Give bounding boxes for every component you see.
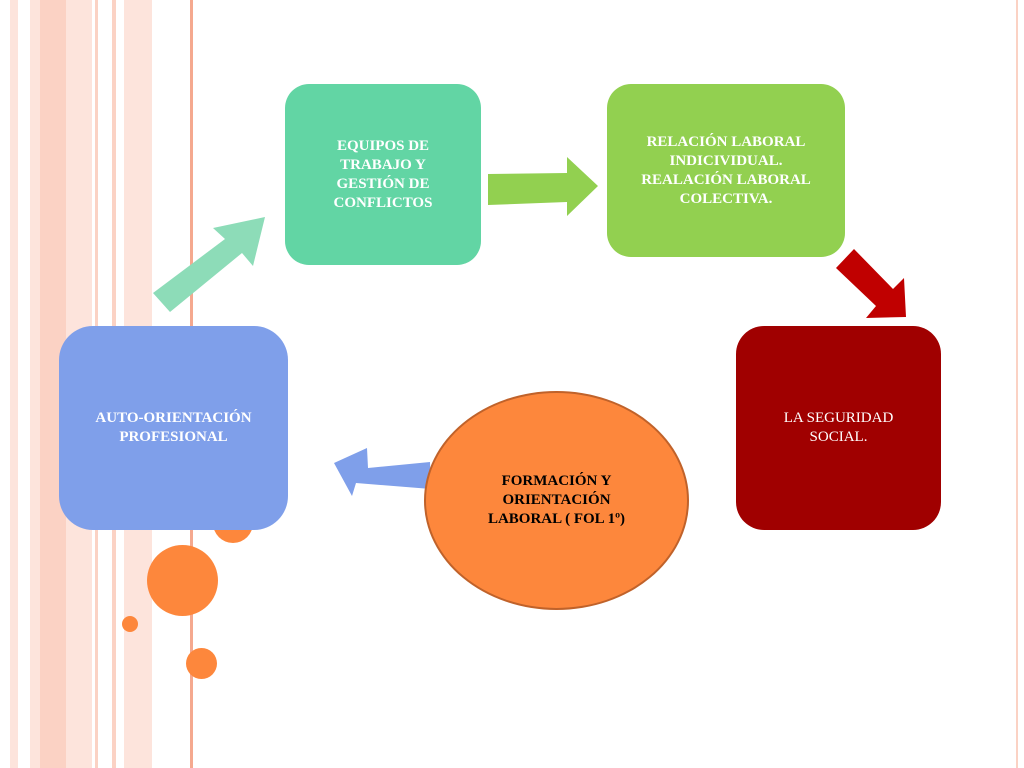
arrow-equipos-to-relacion (488, 157, 598, 216)
node-auto-orientacion: AUTO-ORIENTACIÓN PROFESIONAL (59, 326, 288, 530)
arrow-formacion-to-auto (334, 448, 431, 496)
decor-stripe (1016, 0, 1018, 768)
node-seguridad-label: LA SEGURIDAD SOCIAL. (783, 410, 894, 445)
node-seguridad-social: LA SEGURIDAD SOCIAL. (736, 326, 941, 530)
node-equipos-de-trabajo: EQUIPOS DE TRABAJO Y GESTIÓN DE CONFLICT… (285, 84, 481, 265)
decor-circle (186, 648, 217, 679)
node-formacion-label: FORMACIÓN Y ORIENTACIÓN LABORAL ( FOL 1º… (487, 473, 626, 527)
node-relacion-laboral: RELACIÓN LABORAL INDICIVIDUAL. REALACIÓN… (607, 84, 845, 257)
decor-circle (122, 616, 138, 632)
arrow-relacion-to-seguridad (836, 249, 906, 318)
arrow-auto-to-equipos (153, 217, 265, 312)
decor-circle (147, 545, 218, 616)
node-relacion-label: RELACIÓN LABORAL INDICIVIDUAL. REALACIÓN… (641, 133, 811, 207)
node-formacion-orientacion-laboral: FORMACIÓN Y ORIENTACIÓN LABORAL ( FOL 1º… (424, 391, 689, 610)
node-auto-label: AUTO-ORIENTACIÓN PROFESIONAL (95, 410, 252, 445)
decor-stripe (10, 0, 18, 768)
node-equipos-label: EQUIPOS DE TRABAJO Y GESTIÓN DE CONFLICT… (333, 137, 433, 211)
